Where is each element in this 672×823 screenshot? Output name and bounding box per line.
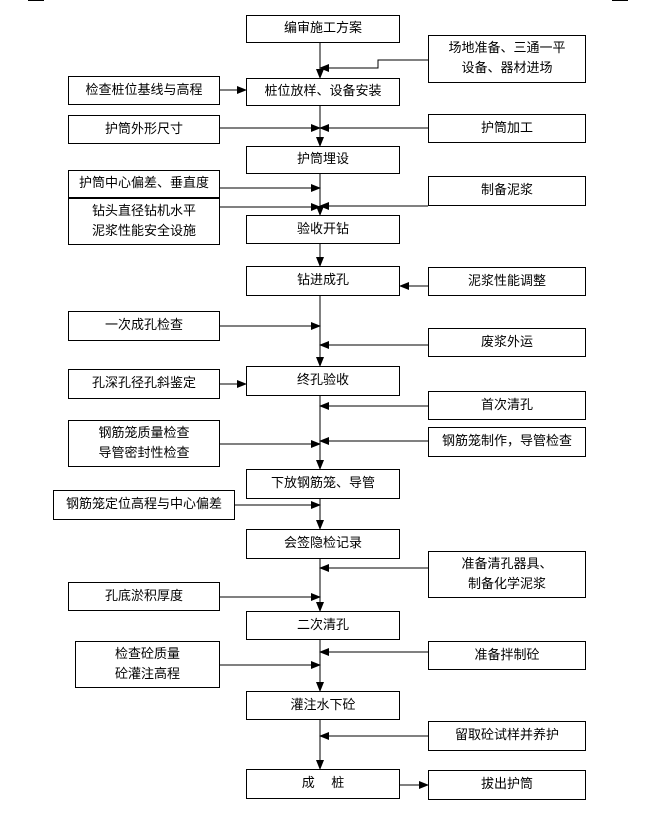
top-right-edge-mark	[612, 0, 628, 1]
left-check: 孔深孔径孔斜鉴定	[68, 369, 220, 399]
main-step: 二次清孔	[246, 611, 400, 640]
main-step: 护筒埋设	[246, 146, 400, 174]
left-check: 钢筋笼定位高程与中心偏差	[53, 490, 235, 520]
main-step: 编审施工方案	[246, 15, 400, 43]
left-check: 检查桩位基线与高程	[68, 76, 220, 105]
right-input: 泥浆性能调整	[428, 267, 586, 296]
left-check: 钢筋笼质量检查 导管密封性检查	[68, 420, 220, 467]
right-input: 场地准备、三通一平 设备、器材进场	[428, 35, 586, 83]
main-step: 成 桩	[246, 769, 400, 799]
left-check: 钻头直径钻机水平 泥浆性能安全设施	[68, 198, 220, 245]
left-check: 检查砼质量 砼灌注高程	[75, 641, 220, 688]
right-input: 制备泥浆	[428, 176, 586, 206]
left-check: 孔底淤积厚度	[68, 582, 220, 611]
right-input: 准备拌制砼	[428, 641, 586, 670]
right-input: 首次清孔	[428, 391, 586, 420]
main-step: 灌注水下砼	[246, 691, 400, 720]
right-input: 拔出护筒	[428, 770, 586, 800]
main-step: 终孔验收	[246, 366, 400, 396]
top-left-edge-mark	[28, 0, 44, 1]
main-step: 会签隐检记录	[246, 529, 400, 559]
left-check: 护筒外形尺寸	[68, 115, 220, 144]
right-input: 护筒加工	[428, 114, 586, 143]
left-check: 护筒中心偏差、垂直度	[68, 170, 220, 198]
right-input: 钢筋笼制作，导管检查	[428, 427, 586, 457]
main-step: 验收开钻	[246, 215, 400, 244]
main-step: 下放钢筋笼、导管	[246, 469, 400, 499]
main-step: 桩位放样、设备安装	[246, 78, 400, 106]
right-input: 废浆外运	[428, 328, 586, 357]
main-step: 钻进成孔	[246, 266, 400, 296]
right-input: 留取砼试样并养护	[428, 721, 586, 751]
right-input: 准备清孔器具、 制备化学泥浆	[428, 551, 586, 598]
left-check: 一次成孔检查	[68, 311, 220, 341]
